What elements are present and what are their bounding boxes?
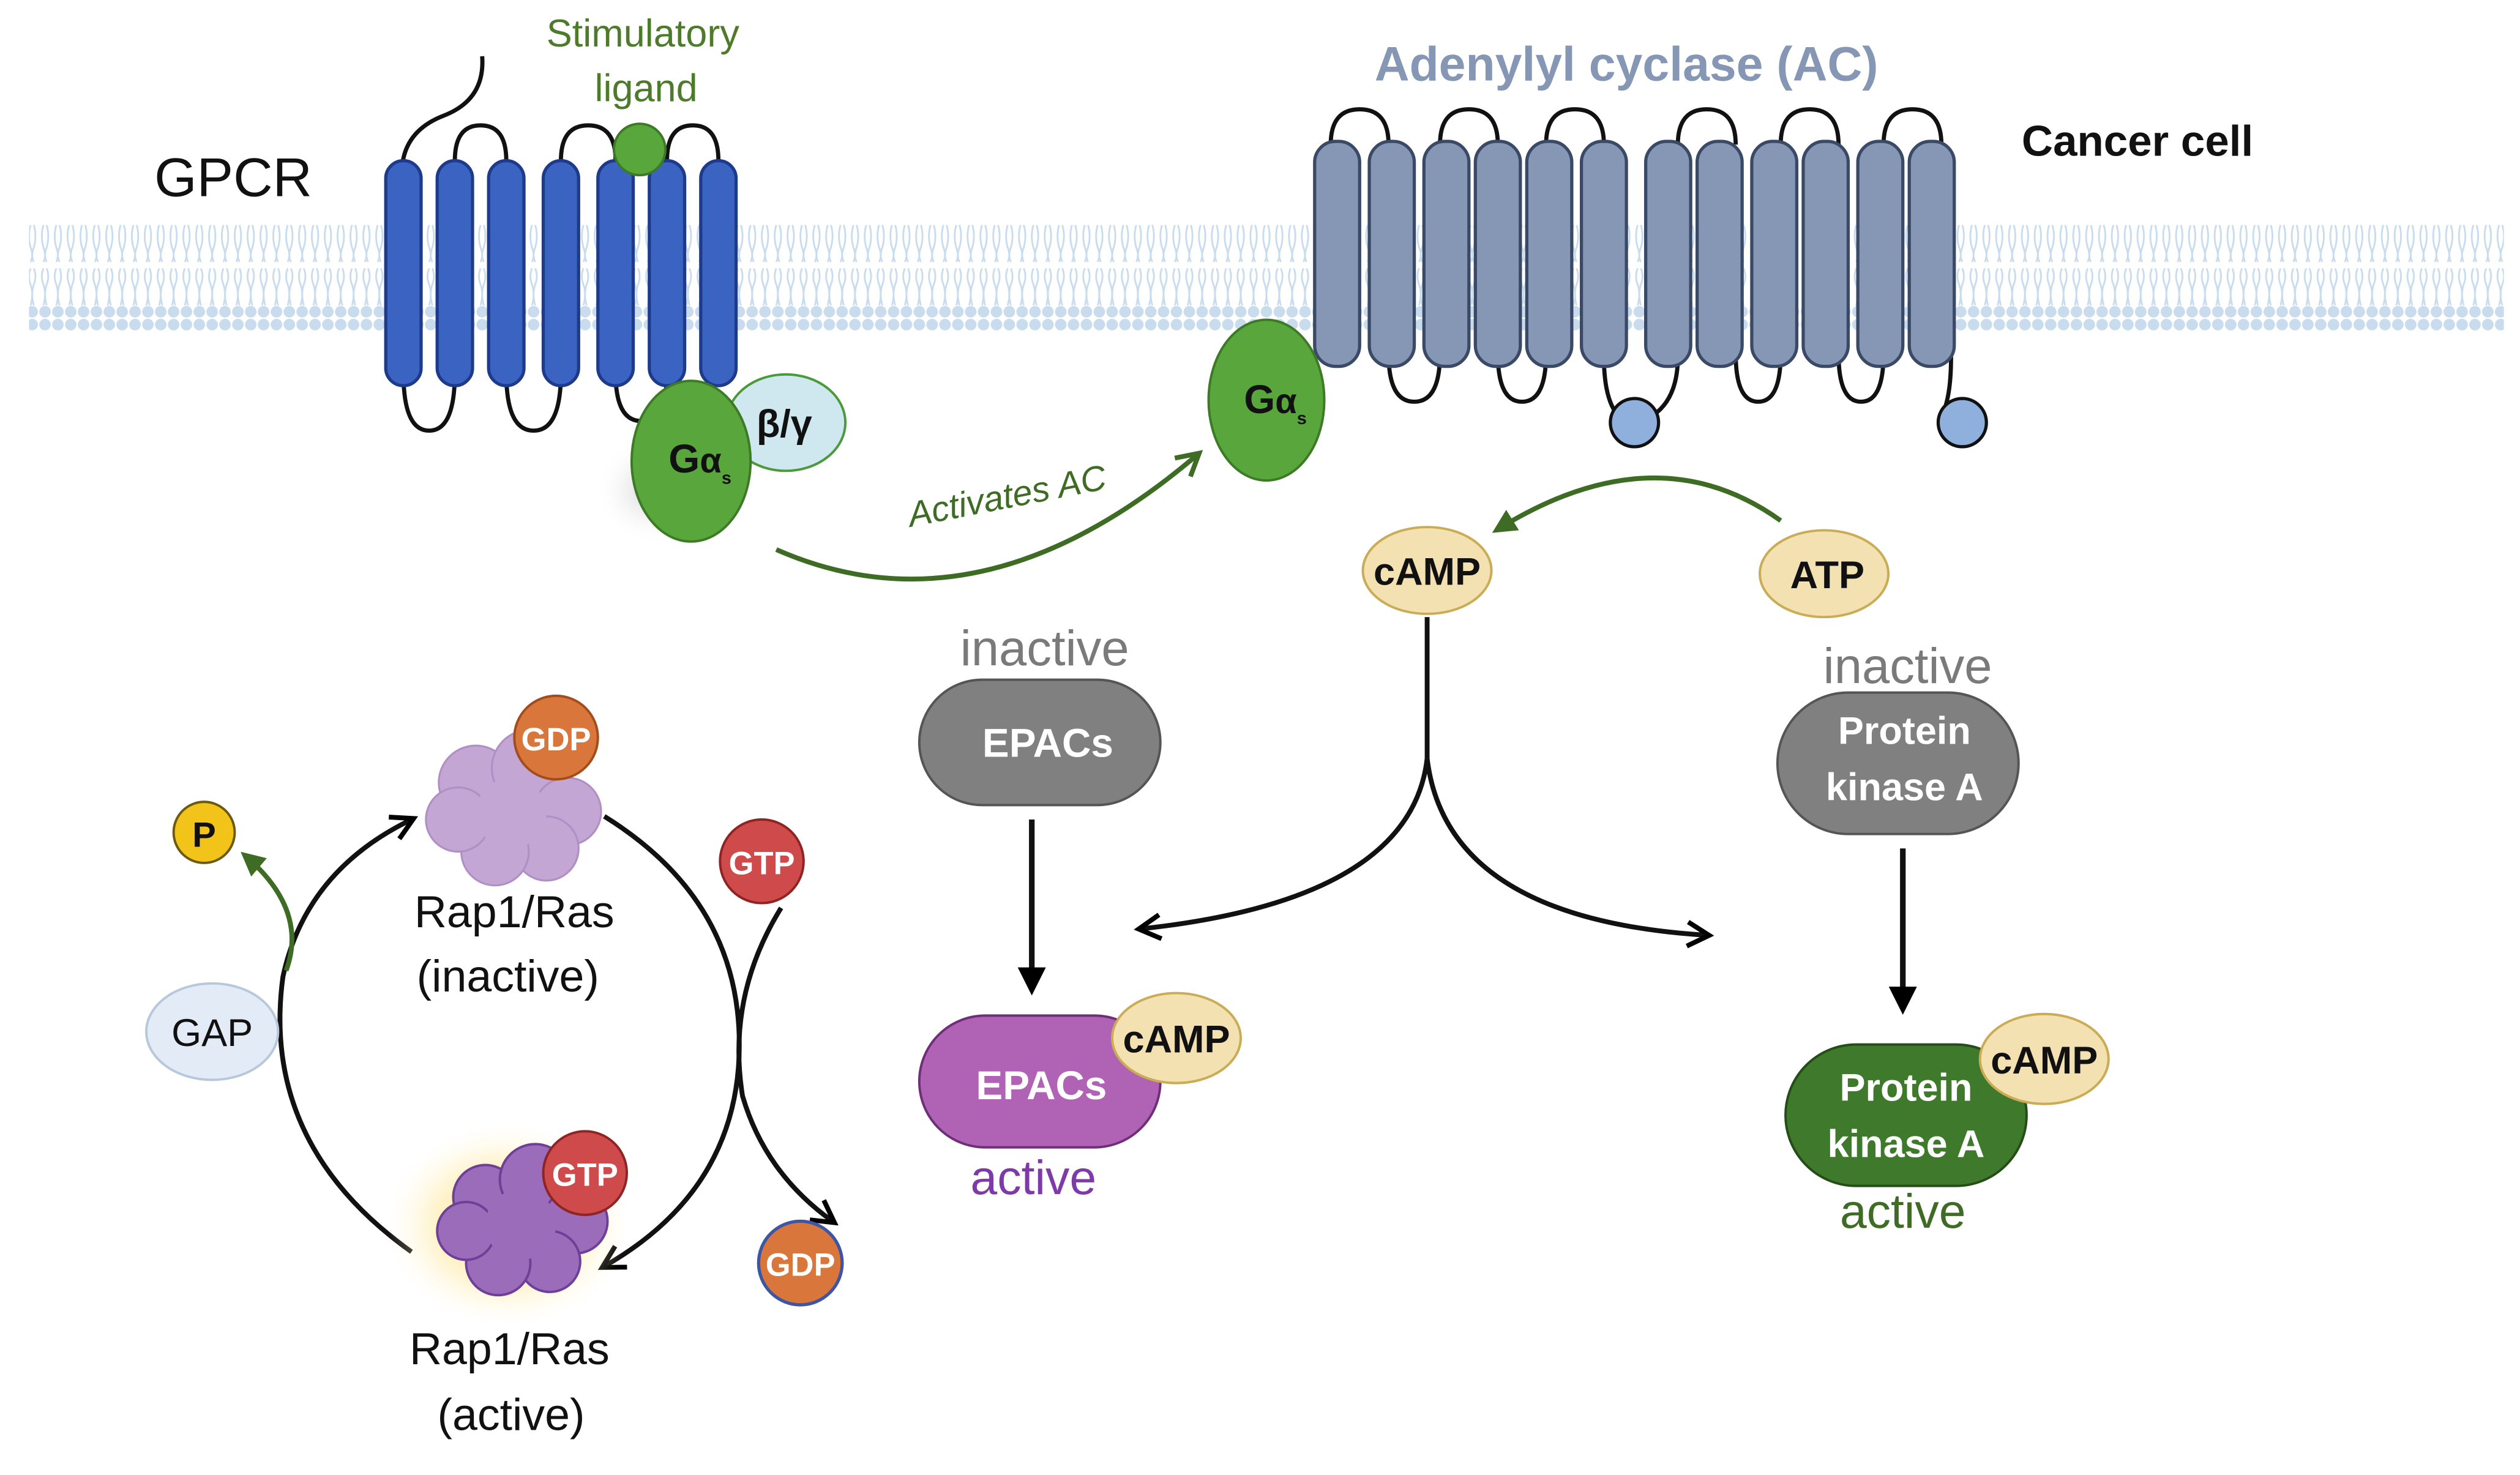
epac-camp-badge [1110, 991, 1242, 1085]
adenylyl-cyclase-label: Adenylyl cyclase (AC) [1375, 37, 1879, 91]
cancer-cell-label: Cancer cell [2022, 118, 2253, 166]
camp-to-pka-arrow [1424, 758, 1707, 935]
camp-to-epac-arrow [1141, 758, 1430, 928]
g-alpha-s-subunit [630, 379, 752, 543]
atp-label: ATP [1790, 554, 1864, 597]
stimulatory-ligand-label-2: ligand [594, 67, 697, 110]
epac-active-state: active [970, 1151, 1096, 1204]
gtp-incoming-label: GTP [729, 845, 795, 881]
gtp-incoming [719, 818, 805, 905]
gdp-released-label: GDP [766, 1247, 836, 1283]
epac-camp-label: cAMP [1123, 1018, 1230, 1061]
gap-label: GAP [171, 1012, 253, 1055]
pka-inactive-label-2: kinase A [1826, 766, 1983, 809]
pka-inactive-state: inactive [1823, 638, 1992, 694]
atp-badge [1759, 529, 1890, 619]
adenylyl-cyclase [1313, 107, 1988, 449]
rap-inactive-label-2: (inactive) [417, 950, 599, 1001]
pka-camp-label: cAMP [1991, 1039, 2098, 1082]
gtp-to-gdp-arrow [736, 906, 832, 1221]
phosphate [172, 801, 236, 864]
activates-ac-arrow [775, 455, 1197, 581]
gpcr-label: GPCR [154, 146, 312, 207]
pka-camp-badge [1978, 1012, 2110, 1105]
gtp-on-active [542, 1130, 629, 1216]
beta-gamma-label: β/γ [757, 403, 812, 446]
pka-active-label-2: kinase A [1828, 1122, 1985, 1165]
cycle-arrow-right-down [604, 814, 742, 1266]
g-alpha-s-label: Gαs [668, 436, 731, 488]
gdp-on-inactive [513, 694, 599, 781]
pka-active-state: active [1840, 1184, 1966, 1238]
epac-active-label: EPACs [976, 1063, 1107, 1108]
gtp-on-active-label: GTP [552, 1157, 618, 1193]
pka-active-label-1: Protein [1839, 1066, 1972, 1109]
g-alpha-s-at-ac [1207, 318, 1326, 482]
rap-active-label-2: (active) [438, 1389, 585, 1440]
camp-label: cAMP [1374, 551, 1481, 594]
camp-badge [1361, 526, 1493, 615]
gdp-released [757, 1219, 844, 1307]
phosphate-label: P [192, 816, 216, 855]
gap-to-phosphate-arrow [241, 851, 294, 972]
rap-active-label-1: Rap1/Ras [409, 1323, 610, 1374]
epac-inactive [918, 678, 1162, 807]
pka-inactive-label-1: Protein [1838, 710, 1971, 753]
epac-inactive-label: EPACs [982, 721, 1113, 766]
activates-ac-label: Activates AC [903, 458, 1110, 535]
stimulatory-ligand [613, 122, 667, 177]
cycle-arrow-left-up [277, 820, 411, 1254]
gap-protein [145, 982, 280, 1081]
rap-inactive-label-1: Rap1/Ras [414, 886, 615, 937]
atp-to-camp-arrow [1492, 475, 1782, 533]
stimulatory-ligand-label: Stimulatory [547, 12, 740, 55]
epac-inactive-state: inactive [960, 621, 1129, 676]
pka-inactive [1776, 691, 2020, 835]
gdp-on-inactive-label: GDP [522, 722, 591, 758]
gpcr-receptor [384, 56, 738, 433]
pka-active [1784, 1043, 2028, 1187]
g-alpha-s-at-ac-label: Gαs [1244, 377, 1307, 428]
